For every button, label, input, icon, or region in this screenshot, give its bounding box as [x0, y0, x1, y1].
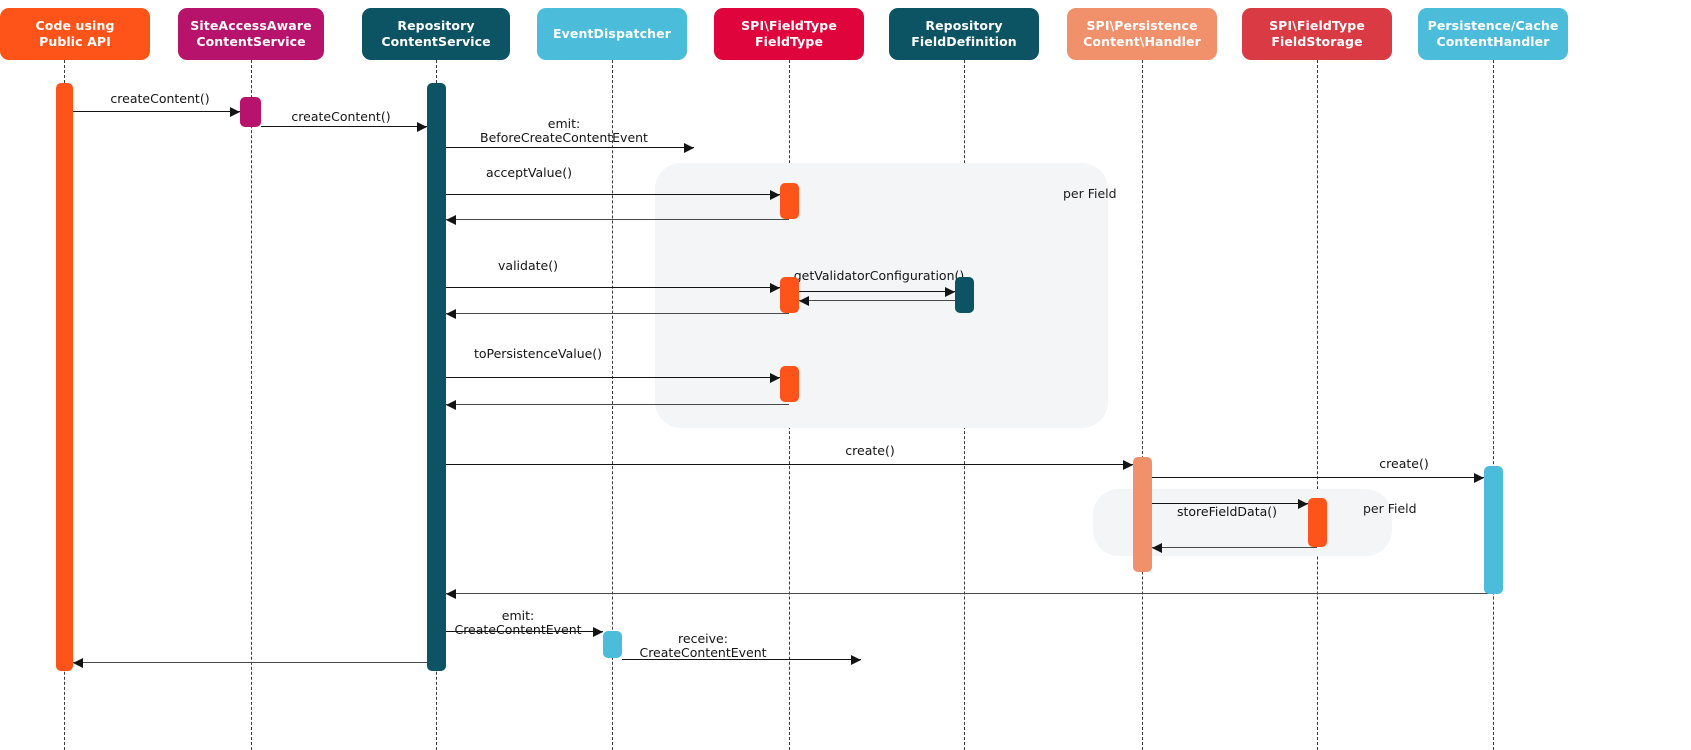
- participant-label: SPI\FieldType: [741, 18, 837, 34]
- participant-label: Content\Handler: [1083, 34, 1201, 49]
- act-field-storage: [1308, 498, 1327, 547]
- act-persistence: [1133, 457, 1152, 572]
- participant-label: ContentService: [196, 34, 306, 49]
- participant-label: Repository: [925, 18, 1003, 34]
- msg-accept-value-arrowhead: [770, 189, 780, 200]
- msg-accept-value-label: acceptValue(): [485, 165, 573, 180]
- msg-accept-value-ret: [446, 219, 789, 220]
- msg-get-validator-ret: [799, 300, 964, 301]
- msg-emit-before-create: [446, 147, 694, 148]
- msg-create-persistence-label: create(): [845, 443, 895, 458]
- msg-get-validator-conf: [799, 291, 955, 292]
- lifeline-event-dispatcher: [612, 60, 613, 750]
- msg-emit-create-event-arrowhead: [593, 626, 603, 637]
- fragment-per-field-storage-label: per Field: [1363, 501, 1417, 516]
- msg-validate-label: validate(): [498, 258, 558, 273]
- msg-create-cache-arrowhead: [1474, 472, 1484, 483]
- participant-label: ContentHandler: [1436, 34, 1550, 49]
- msg-emit-before-create-arrowhead: [684, 142, 694, 153]
- msg-validate-ret: [446, 313, 789, 314]
- msg-create-content-2-label: createContent(): [291, 109, 391, 124]
- msg-receive-create-event-arrowhead: [851, 654, 861, 665]
- participant-label: SiteAccessAware: [190, 18, 312, 34]
- msg-validate-arrowhead: [770, 282, 780, 293]
- msg-emit-before-create-label: emit:BeforeCreateContentEvent: [480, 116, 648, 145]
- msg-create-persistence-arrowhead: [1123, 459, 1133, 470]
- msg-emit-create-event-label: emit:CreateContentEvent: [454, 608, 582, 637]
- msg-emit-create-event: [446, 631, 603, 632]
- participant-label: EventDispatcher: [553, 26, 671, 42]
- participant-label: Code using: [35, 18, 115, 34]
- msg-store-field-ret-arrowhead: [1152, 542, 1162, 553]
- lifeline-field-storage: [1317, 60, 1318, 750]
- participant-label: Public API: [39, 34, 111, 49]
- msg-create-content-2-arrowhead: [417, 121, 427, 132]
- lifeline-siteaccess: [251, 60, 252, 750]
- lifeline-cache-handler: [1493, 60, 1494, 750]
- msg-create-content-2: [261, 126, 427, 127]
- msg-final-return-arrowhead: [73, 657, 83, 668]
- msg-to-persistence-arrowhead: [770, 372, 780, 383]
- msg-store-field-data-arrowhead: [1298, 498, 1308, 509]
- act-repo-content: [427, 83, 446, 671]
- msg-final-return: [73, 662, 436, 663]
- participant-label: Repository: [397, 18, 475, 34]
- msg-create-content-1: [73, 111, 240, 112]
- participant-label: Persistence/Cache: [1427, 18, 1559, 34]
- participant-label: SPI\Persistence: [1086, 18, 1198, 34]
- msg-accept-value: [446, 194, 780, 195]
- fragment-per-field-fieldtype-label: per Field: [1063, 186, 1117, 201]
- act-field-definition: [955, 277, 974, 313]
- act-cache-handler: [1484, 466, 1503, 594]
- participant-label: FieldType: [754, 34, 824, 49]
- act-fieldtype-persist: [780, 366, 799, 402]
- msg-to-persistence-label: toPersistenceValue(): [473, 346, 603, 361]
- msg-create-cache-ret: [446, 593, 1493, 594]
- fragment-per-field-fieldtype: [655, 163, 1108, 428]
- msg-validate-ret-arrowhead: [446, 308, 456, 319]
- msg-create-cache-ret-arrowhead: [446, 588, 456, 599]
- msg-store-field-data-label: storeFieldData(): [1176, 504, 1278, 519]
- act-fieldtype-accept: [780, 183, 799, 219]
- act-siteaccess: [240, 97, 261, 127]
- participant-event-dispatcher[interactable]: EventDispatcher: [537, 8, 687, 60]
- participant-label: SPI\FieldType: [1269, 18, 1365, 34]
- msg-create-cache-label: create(): [1379, 456, 1429, 471]
- participant-label: FieldStorage: [1271, 34, 1363, 49]
- act-public-api: [56, 83, 73, 671]
- participant-label: FieldDefinition: [911, 34, 1017, 49]
- msg-create-persistence: [446, 464, 1133, 465]
- msg-create-cache: [1152, 477, 1484, 478]
- act-fieldtype-validate: [780, 277, 799, 313]
- msg-accept-value-ret-arrowhead: [446, 214, 456, 225]
- participant-label: ContentService: [381, 34, 491, 49]
- msg-get-validator-ret-arrowhead: [799, 295, 809, 306]
- msg-store-field-ret: [1152, 547, 1317, 548]
- msg-receive-create-event: [622, 659, 861, 660]
- msg-receive-create-event-label: receive:CreateContentEvent: [639, 631, 767, 660]
- msg-get-validator-conf-label: getValidatorConfiguration(): [793, 268, 965, 283]
- msg-validate: [446, 287, 780, 288]
- msg-to-persistence-ret-arrowhead: [446, 399, 456, 410]
- msg-create-content-1-arrowhead: [230, 106, 240, 117]
- act-event-dispatcher: [603, 631, 622, 658]
- msg-to-persistence: [446, 377, 780, 378]
- msg-create-content-1-label: createContent(): [110, 91, 210, 106]
- msg-store-field-data: [1152, 503, 1308, 504]
- lifeline-persistence-handler: [1142, 60, 1143, 750]
- msg-get-validator-conf-arrowhead: [945, 286, 955, 297]
- msg-to-persistence-ret: [446, 404, 789, 405]
